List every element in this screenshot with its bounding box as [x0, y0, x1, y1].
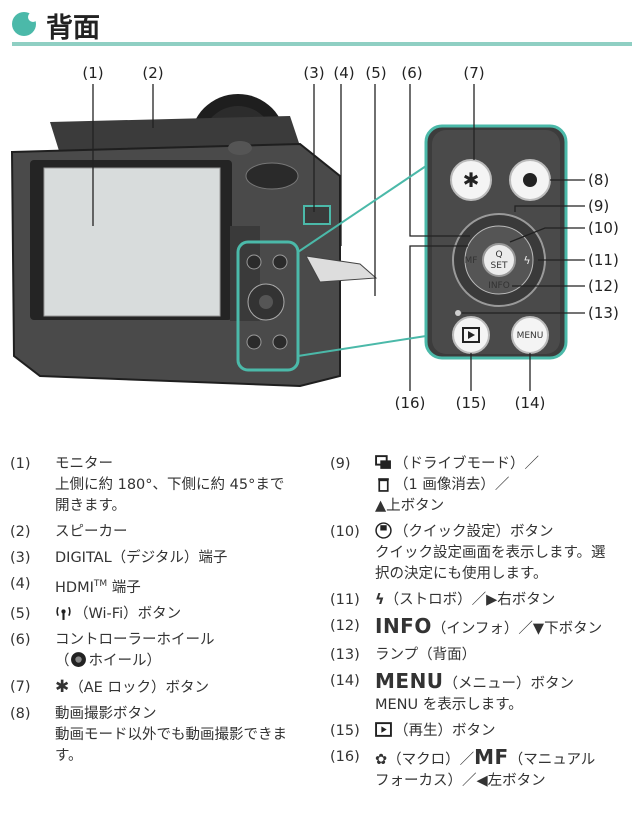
- callout-2: (2): [142, 64, 163, 82]
- page-title: 背面: [46, 13, 100, 44]
- lamp: [455, 310, 461, 316]
- svg-text:ϟ: ϟ: [523, 254, 530, 267]
- body-control-panel: [236, 240, 300, 372]
- trash-icon: [378, 478, 389, 492]
- list-item: (4) HDMITM 端子: [10, 576, 141, 596]
- list-item: (15) （再生）ボタン: [330, 722, 496, 739]
- camera-back-diagram: ✱ Q SET INFO MF ϟ MENU (1) (2: [10, 64, 619, 412]
- quick-set-button: [482, 243, 516, 277]
- list-item: (12) INFO（インフォ）／▼下ボタン: [330, 614, 603, 638]
- right-arrow-icon: ▶: [486, 592, 498, 608]
- callout-16: (16): [395, 394, 426, 412]
- list-item: (16) ✿（マクロ）／MF（マニュアル フォーカス）／◀左ボタン: [330, 745, 596, 790]
- svg-text:MENU: MENU: [517, 331, 544, 341]
- svg-text:Q: Q: [495, 250, 502, 260]
- callout-13: (13): [588, 304, 619, 322]
- header-underline: [12, 42, 632, 46]
- playback-icon: [375, 722, 392, 737]
- callout-10: (10): [588, 219, 619, 237]
- list-item: (11) ϟ（ストロボ）／▶右ボタン: [330, 592, 556, 608]
- list-item: (10) （クイック設定）ボタン クイック設定画面を表示します。選 択の決定にも…: [330, 522, 606, 582]
- callout-4: (4): [333, 64, 354, 82]
- left-description-list: (1) モニター上側に約 180°、下側に約 45°まで開きます。 (2) スピ…: [10, 454, 320, 772]
- ae-lock-button: [450, 159, 492, 201]
- list-item: (2) スピーカー: [10, 524, 128, 540]
- list-item: (9) （ドライブモード）／ （1 画像消去）／ ▲上ボタン: [330, 455, 539, 514]
- left-arrow-icon: ◀: [476, 773, 488, 789]
- callout-11: (11): [588, 251, 619, 269]
- callout-5: (5): [365, 64, 386, 82]
- drive-mode-icon: [375, 455, 391, 469]
- callout-6: (6): [401, 64, 422, 82]
- list-item: (3) DIGITAL（デジタル）端子: [10, 550, 228, 566]
- list-item: (5) （Wi-Fi）ボタン: [10, 605, 182, 622]
- svg-text:SET: SET: [491, 261, 508, 271]
- callout-15: (15): [456, 394, 487, 412]
- up-arrow-icon: ▲: [375, 498, 387, 514]
- callout-14: (14): [515, 394, 546, 412]
- callout-9: (9): [588, 197, 609, 215]
- callout-7: (7): [463, 64, 484, 82]
- ae-lock-icon: ✱: [55, 676, 70, 697]
- down-arrow-icon: ▼: [532, 621, 545, 637]
- port-cover: [305, 255, 378, 283]
- callout-1: (1): [82, 64, 103, 82]
- quick-set-icon: [375, 522, 392, 539]
- macro-icon: ✿: [375, 752, 388, 768]
- right-description-list: (9) （ドライブモード）／ （1 画像消去）／ ▲上ボタン (10) （クイッ…: [330, 454, 630, 797]
- control-wheel-icon: [70, 651, 86, 667]
- mode-dial: [245, 162, 299, 190]
- callout-3: (3): [303, 64, 324, 82]
- flash-icon: ϟ: [375, 592, 385, 608]
- list-item: (6) コントローラーホイール（ホイール）: [10, 631, 215, 669]
- callout-12: (12): [588, 277, 619, 295]
- svg-text:MF: MF: [465, 256, 478, 266]
- list-item: (8) 動画撮影ボタン動画モード以外でも動画撮影できます。: [10, 705, 287, 764]
- svg-text:INFO: INFO: [488, 281, 510, 291]
- section-header: 背面: [12, 4, 632, 46]
- list-item: (7) ✱（AE ロック）ボタン: [10, 676, 209, 697]
- svg-text:✱: ✱: [463, 168, 480, 192]
- list-item: (13) ランプ（背面）: [330, 647, 477, 663]
- callout-8: (8): [588, 171, 609, 189]
- wifi-icon: [56, 606, 71, 620]
- list-item: (1) モニター上側に約 180°、下側に約 45°まで開きます。: [10, 456, 285, 514]
